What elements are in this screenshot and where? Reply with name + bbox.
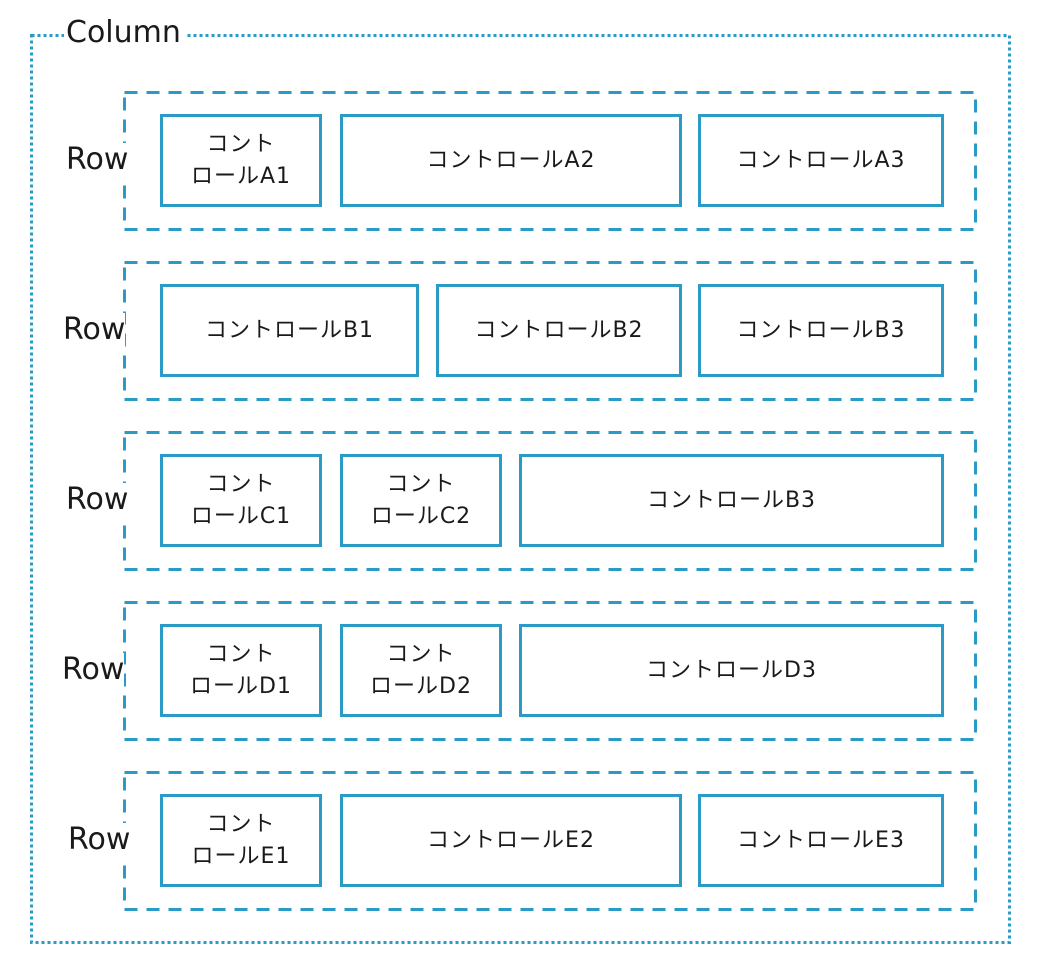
control-d3: コントロールD3	[519, 624, 944, 717]
row-frame-4	[123, 601, 977, 741]
control-a1: コント ロールA1	[160, 114, 322, 207]
control-a1-label: コント ロールA1	[190, 131, 292, 189]
control-d2-label: コント ロールD2	[370, 641, 472, 699]
row-label-3: Row	[66, 482, 129, 517]
row-label-2: Row	[63, 312, 126, 347]
control-e1-label: コント ロールE1	[191, 811, 291, 869]
control-e3-label: コントロールE3	[737, 827, 905, 853]
control-b1-label: コントロールB1	[204, 317, 375, 343]
column-frame	[30, 34, 1011, 944]
control-c3-label: コントロールB3	[646, 487, 817, 513]
row-frame-2	[123, 261, 977, 401]
control-d1-label: コント ロールD1	[190, 641, 292, 699]
control-b3-label: コントロールB3	[736, 317, 906, 343]
control-b1: コントロールB1	[160, 284, 419, 377]
control-d2: コント ロールD2	[340, 624, 502, 717]
control-e3: コントロールE3	[698, 794, 944, 887]
row-frame-3	[123, 431, 977, 571]
row-frame-1	[123, 91, 977, 231]
control-d1: コント ロールD1	[160, 624, 322, 717]
row-frame-5	[123, 771, 977, 911]
control-e1: コント ロールE1	[160, 794, 322, 887]
control-a2-label: コントロールA2	[426, 147, 596, 173]
row-label-1: Row	[66, 142, 129, 177]
row-label-5: Row	[68, 822, 131, 857]
control-b3: コントロールB3	[698, 284, 944, 377]
control-a3-label: コントロールA3	[736, 147, 906, 173]
control-c3: コントロールB3	[519, 454, 944, 547]
row-label-4: Row	[62, 652, 125, 687]
column-label: Column	[64, 18, 187, 48]
control-e2-label: コントロールE2	[427, 827, 595, 853]
control-e2: コントロールE2	[340, 794, 682, 887]
control-c2-label: コント ロールC2	[370, 471, 472, 529]
control-b2-label: コントロールB2	[474, 317, 644, 343]
control-a2: コントロールA2	[340, 114, 682, 207]
control-d3-label: コントロールD3	[646, 657, 817, 683]
control-c1-label: コント ロールC1	[190, 471, 292, 529]
control-a3: コントロールA3	[698, 114, 944, 207]
control-c2: コント ロールC2	[340, 454, 502, 547]
control-b2: コントロールB2	[436, 284, 682, 377]
control-c1: コント ロールC1	[160, 454, 322, 547]
